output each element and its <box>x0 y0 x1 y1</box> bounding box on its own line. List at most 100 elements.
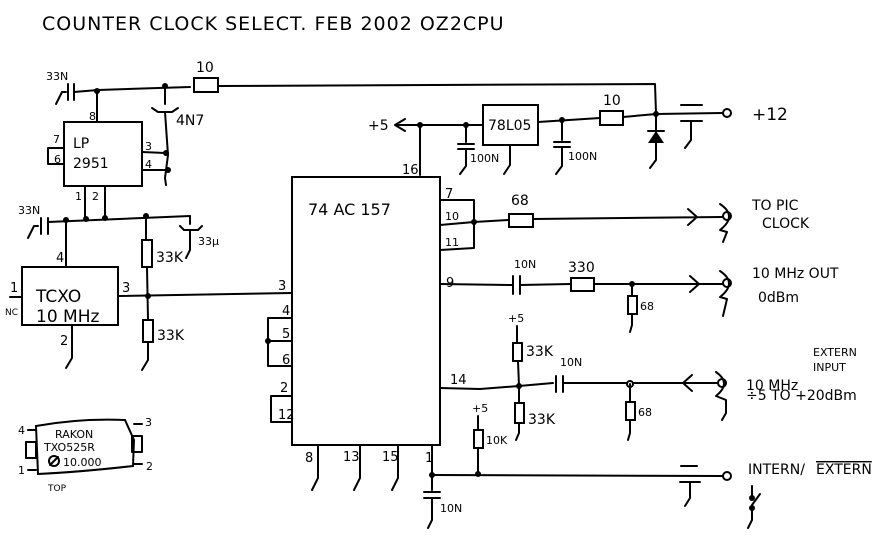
output-label: TO PIC <box>751 198 799 214</box>
supply-label: +12 <box>752 105 788 125</box>
resistor-label: 10 <box>603 93 621 109</box>
terminal-12v[interactable] <box>722 108 732 118</box>
rail-5v-arrow <box>394 118 484 132</box>
switch-contact <box>749 495 755 501</box>
ground-symbol <box>65 324 73 369</box>
ground-symbol <box>629 313 633 333</box>
wire <box>141 151 168 171</box>
switch-icon[interactable] <box>747 485 761 529</box>
resistor-33k-down <box>514 402 525 424</box>
resistor-330 <box>570 277 595 292</box>
wire <box>84 185 106 219</box>
cap-label: 4N7 <box>176 113 204 129</box>
pin-label: 4 <box>56 251 64 266</box>
resistor-label: 68 <box>638 406 652 419</box>
rakon-package: 4 1 3 2 RAKON TXO525R 10.000 TOP <box>18 416 153 494</box>
mux-chip <box>291 176 441 446</box>
capacitor-33u <box>179 215 203 259</box>
feedthrough-capacitor <box>680 104 703 149</box>
regulator-label: 78L05 <box>488 118 531 134</box>
cap-label: 33µ <box>198 235 219 248</box>
rail-label: +5 <box>472 402 488 415</box>
pin-label: 10 <box>445 210 459 223</box>
wire <box>649 113 657 169</box>
capacitor-100n-out <box>553 119 571 175</box>
resistor-label: 33K <box>528 412 556 428</box>
input-label: 10 MHz <box>746 378 798 394</box>
wire <box>431 474 723 477</box>
pin-label: 4 <box>18 424 25 437</box>
resistor-68-term <box>625 401 636 421</box>
junction <box>83 216 89 222</box>
resistor-label: 33K <box>156 250 184 266</box>
cap-label: 10N <box>560 356 582 369</box>
resistor-68-load <box>627 295 638 315</box>
pin-label: 6 <box>282 353 290 368</box>
rail-5v-label: +5 <box>368 118 389 134</box>
bnc-shield <box>719 270 730 317</box>
output-label: 10 MHz OUT <box>752 266 839 282</box>
ground-symbol <box>141 341 149 371</box>
pin-label: 7 <box>445 187 453 202</box>
cap-label: 33N <box>18 204 40 217</box>
wire <box>537 117 601 123</box>
input-arrow <box>682 374 693 392</box>
resistor-label: 33K <box>526 344 554 360</box>
extern-input: +5 33K 33K 10N 68 10 MHz EXTERN INPUT ÷5… <box>439 312 857 441</box>
tcxo-section: 4 TCXO 10 MHz 1 NC 2 3 33K 33K <box>5 215 293 371</box>
package-part: TXO525R <box>43 441 95 454</box>
chip-label: TCXO <box>35 287 81 307</box>
wire <box>473 219 509 223</box>
pin-label: 3 <box>278 279 286 294</box>
chip-label: LP <box>73 136 89 152</box>
pin-label: 2 <box>146 460 153 473</box>
cap-label: 10N <box>514 258 536 271</box>
wire <box>146 266 149 321</box>
trimmer-slot <box>49 456 59 466</box>
chip-label: 10 MHz <box>36 307 99 327</box>
junction <box>163 150 169 156</box>
pin-label: 8 <box>305 451 313 466</box>
terminal-select[interactable] <box>722 471 732 481</box>
nc-label: NC <box>5 308 18 318</box>
10mhz-output: 10N 330 68 10 MHz OUT 0dBm <box>439 258 839 333</box>
pic-clock-output: 68 TO PIC CLOCK <box>473 193 810 243</box>
pin-label: 5 <box>282 327 290 342</box>
ground-symbol <box>27 225 39 239</box>
wire <box>517 360 520 387</box>
package-brand: RAKON <box>55 428 93 441</box>
resistor-label: 330 <box>568 260 595 276</box>
capacitor-10n-in <box>555 375 723 393</box>
resistor-10k <box>473 429 484 449</box>
wire-arrow <box>593 275 723 293</box>
select-label: INTERN/ <box>748 462 805 478</box>
package-view-label: TOP <box>47 484 67 494</box>
pin-label: 11 <box>445 236 459 249</box>
resistor-label: 10 <box>196 60 214 76</box>
resistor-label: 33K <box>157 328 185 344</box>
select-label-extern: EXTERN <box>816 462 872 478</box>
schematic-title: COUNTER CLOCK SELECT. FEB 2002 OZ2CPU <box>42 13 505 35</box>
wire-pin14 <box>439 382 554 390</box>
wire <box>97 86 191 91</box>
pin-label: 12 <box>278 408 295 423</box>
wire <box>217 83 657 114</box>
bnc-shield <box>715 371 727 421</box>
capacitor-10n-select <box>423 474 441 529</box>
capacitor-33n-2 <box>40 215 191 235</box>
pin-label: 1 <box>75 190 82 203</box>
package-tabs <box>25 435 143 459</box>
pin-label: 8 <box>89 110 96 123</box>
pin-label: 4 <box>145 158 152 171</box>
bnc-shield <box>719 203 730 243</box>
feedthrough-capacitor <box>679 465 701 507</box>
junction <box>102 215 108 221</box>
wire <box>622 112 723 118</box>
pin-label: 16 <box>402 163 419 178</box>
lp2951-regulator: 33N 8 4N7 LP 2951 7 6 3 4 1 2 33N 33µ <box>18 70 219 259</box>
input-label: INPUT <box>813 361 846 374</box>
input-label: ÷5 TO +20dBm <box>746 388 857 404</box>
pin-label: 3 <box>122 281 130 296</box>
wire-clock-to-mux <box>117 292 293 297</box>
switch-contact <box>749 505 755 511</box>
